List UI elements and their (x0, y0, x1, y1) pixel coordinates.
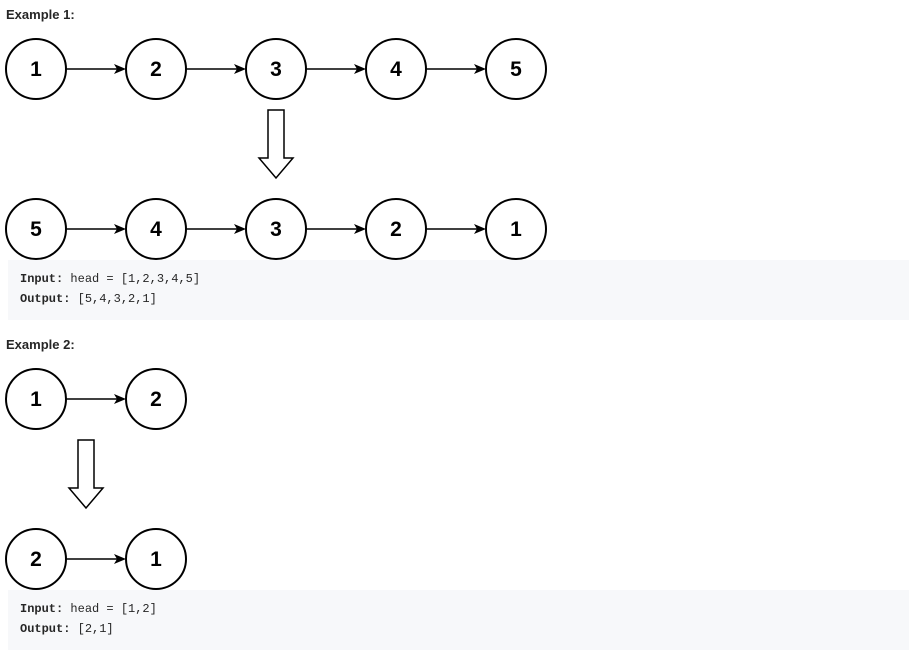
node-value: 1 (150, 548, 162, 571)
example-1-diagram: 1 2 3 4 5 5 4 3 2 1 (5, 38, 547, 260)
list-node (125, 368, 187, 430)
input-label: Input: (20, 602, 64, 616)
arrowhead-icon (474, 64, 486, 74)
input-label: Input: (20, 272, 64, 286)
node-value: 2 (150, 58, 162, 81)
arrowhead-icon (354, 64, 366, 74)
down-arrow-icon (257, 109, 295, 180)
list-node (245, 198, 307, 260)
arrowhead-icon (474, 224, 486, 234)
node-value: 1 (30, 58, 42, 81)
output-value: [2,1] (77, 622, 114, 636)
list-node (485, 198, 547, 260)
list-node (125, 198, 187, 260)
node-value: 1 (510, 218, 522, 241)
arrowhead-icon (114, 554, 126, 564)
output-line: Output: [5,4,3,2,1] (20, 289, 897, 309)
input-value: head = [1,2,3,4,5] (70, 272, 201, 286)
arrowhead-icon (234, 64, 246, 74)
arrowhead-icon (234, 224, 246, 234)
list-node (365, 198, 427, 260)
list-node (5, 368, 67, 430)
reverse-arrow (257, 109, 295, 180)
list-node (125, 38, 187, 100)
arrowhead-icon (114, 224, 126, 234)
output-label: Output: (20, 292, 71, 306)
arrowhead-icon (354, 224, 366, 234)
example-2-heading: Example 2: (6, 337, 75, 352)
node-value: 4 (150, 218, 162, 241)
list-node (5, 528, 67, 590)
reverse-arrow (67, 439, 105, 510)
down-arrow-icon (67, 439, 105, 510)
list-node (125, 528, 187, 590)
node-value: 2 (390, 218, 402, 241)
list-node (5, 38, 67, 100)
node-value: 3 (270, 218, 282, 241)
arrowhead-icon (114, 394, 126, 404)
node-value: 2 (30, 548, 42, 571)
example-1-code-block: Input: head = [1,2,3,4,5] Output: [5,4,3… (8, 260, 909, 320)
node-value: 2 (150, 388, 162, 411)
input-line: Input: head = [1,2] (20, 599, 897, 619)
output-line: Output: [2,1] (20, 619, 897, 639)
input-list: 1 2 3 4 5 (5, 38, 547, 100)
list-node (365, 38, 427, 100)
list-node (485, 38, 547, 100)
input-line: Input: head = [1,2,3,4,5] (20, 269, 897, 289)
node-value: 3 (270, 58, 282, 81)
example-2-code-block: Input: head = [1,2] Output: [2,1] (8, 590, 909, 650)
node-value: 5 (510, 58, 522, 81)
output-list: 5 4 3 2 1 (5, 198, 547, 260)
node-value: 1 (30, 388, 42, 411)
example-1-heading: Example 1: (6, 7, 75, 22)
output-label: Output: (20, 622, 71, 636)
node-value: 4 (390, 58, 402, 81)
list-node (5, 198, 67, 260)
node-value: 5 (30, 218, 42, 241)
list-node (245, 38, 307, 100)
input-value: head = [1,2] (70, 602, 157, 616)
output-value: [5,4,3,2,1] (77, 292, 157, 306)
arrowhead-icon (114, 64, 126, 74)
